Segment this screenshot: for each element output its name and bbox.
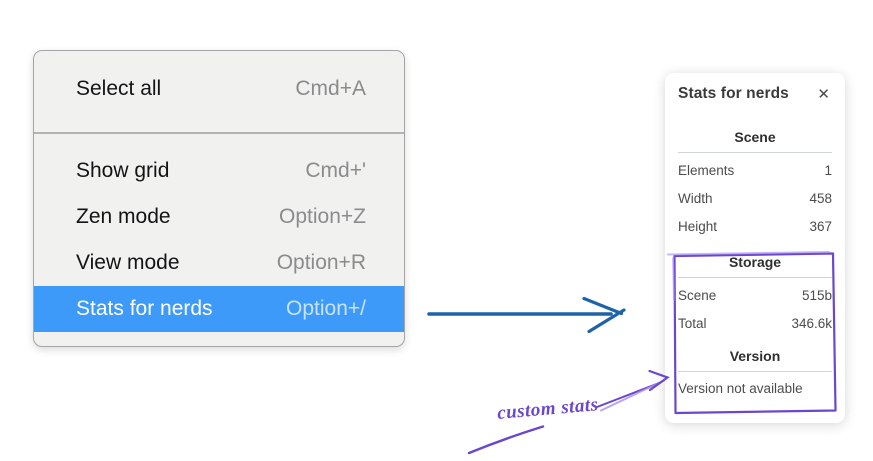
menu-item-shortcut: Cmd+' xyxy=(305,158,366,182)
stat-value: 515b xyxy=(801,288,832,303)
stats-panel-title: Stats for nerds xyxy=(678,85,789,102)
stat-value: 367 xyxy=(809,219,832,234)
menu-group-top: Select all Cmd+A xyxy=(34,51,404,132)
context-menu: Select all Cmd+A Show grid Cmd+' Zen mod… xyxy=(33,50,405,347)
menu-item-zen-mode[interactable]: Zen mode Option+Z xyxy=(34,194,404,240)
menu-item-shortcut: Option+Z xyxy=(279,204,366,228)
menu-item-label: Zen mode xyxy=(76,204,171,228)
version-note: Version not available xyxy=(678,381,803,396)
stat-row-width: Width 458 xyxy=(678,185,832,213)
stat-value: 458 xyxy=(809,191,832,206)
annotation-custom-stats: custom stats xyxy=(496,394,600,424)
stat-value: 346.6k xyxy=(791,316,832,331)
menu-item-shortcut: Option+R xyxy=(276,250,366,274)
arrow-menu-to-panel xyxy=(427,296,626,334)
divider xyxy=(678,152,832,153)
section-scene: Scene Elements 1 Width 458 Height 367 xyxy=(678,127,832,241)
close-icon[interactable]: ✕ xyxy=(817,85,830,103)
stat-row-total-storage: Total 346.6k xyxy=(678,310,832,338)
menu-item-view-mode[interactable]: View mode Option+R xyxy=(34,240,404,286)
menu-item-shortcut: Cmd+A xyxy=(295,77,366,100)
menu-item-select-all[interactable]: Select all Cmd+A xyxy=(34,66,404,112)
menu-item-label: View mode xyxy=(76,250,180,274)
stat-label: Elements xyxy=(678,163,735,178)
section-heading: Scene xyxy=(734,129,776,145)
stat-row-elements: Elements 1 xyxy=(678,157,832,185)
stat-label: Height xyxy=(678,219,718,234)
menu-divider xyxy=(34,132,404,134)
stats-panel: Stats for nerds ✕ Scene Elements 1 Width… xyxy=(665,73,845,423)
stat-label: Total xyxy=(678,316,707,331)
stat-value: 1 xyxy=(824,163,832,178)
menu-item-label: Select all xyxy=(76,77,162,100)
menu-item-label: Stats for nerds xyxy=(76,296,213,320)
menu-item-stats-for-nerds[interactable]: Stats for nerds Option+/ xyxy=(34,285,404,332)
stat-row-height: Height 367 xyxy=(678,213,832,241)
menu-item-label: Show grid xyxy=(76,158,170,182)
menu-item-show-grid[interactable]: Show grid Cmd+' xyxy=(34,148,404,194)
stat-row-scene-storage: Scene 515b xyxy=(678,282,832,310)
stat-label: Scene xyxy=(678,288,717,303)
section-storage: Storage Scene 515b Total 346.6k xyxy=(678,252,832,338)
menu-item-shortcut: Option+/ xyxy=(286,296,366,320)
stats-panel-header: Stats for nerds ✕ xyxy=(678,85,832,103)
section-heading: Version xyxy=(729,348,781,364)
menu-group-bottom: Show grid Cmd+' Zen mode Option+Z View m… xyxy=(34,134,404,347)
stat-label: Width xyxy=(678,191,713,206)
section-heading: Storage xyxy=(728,254,782,270)
section-version: Version Version not available xyxy=(678,346,832,403)
